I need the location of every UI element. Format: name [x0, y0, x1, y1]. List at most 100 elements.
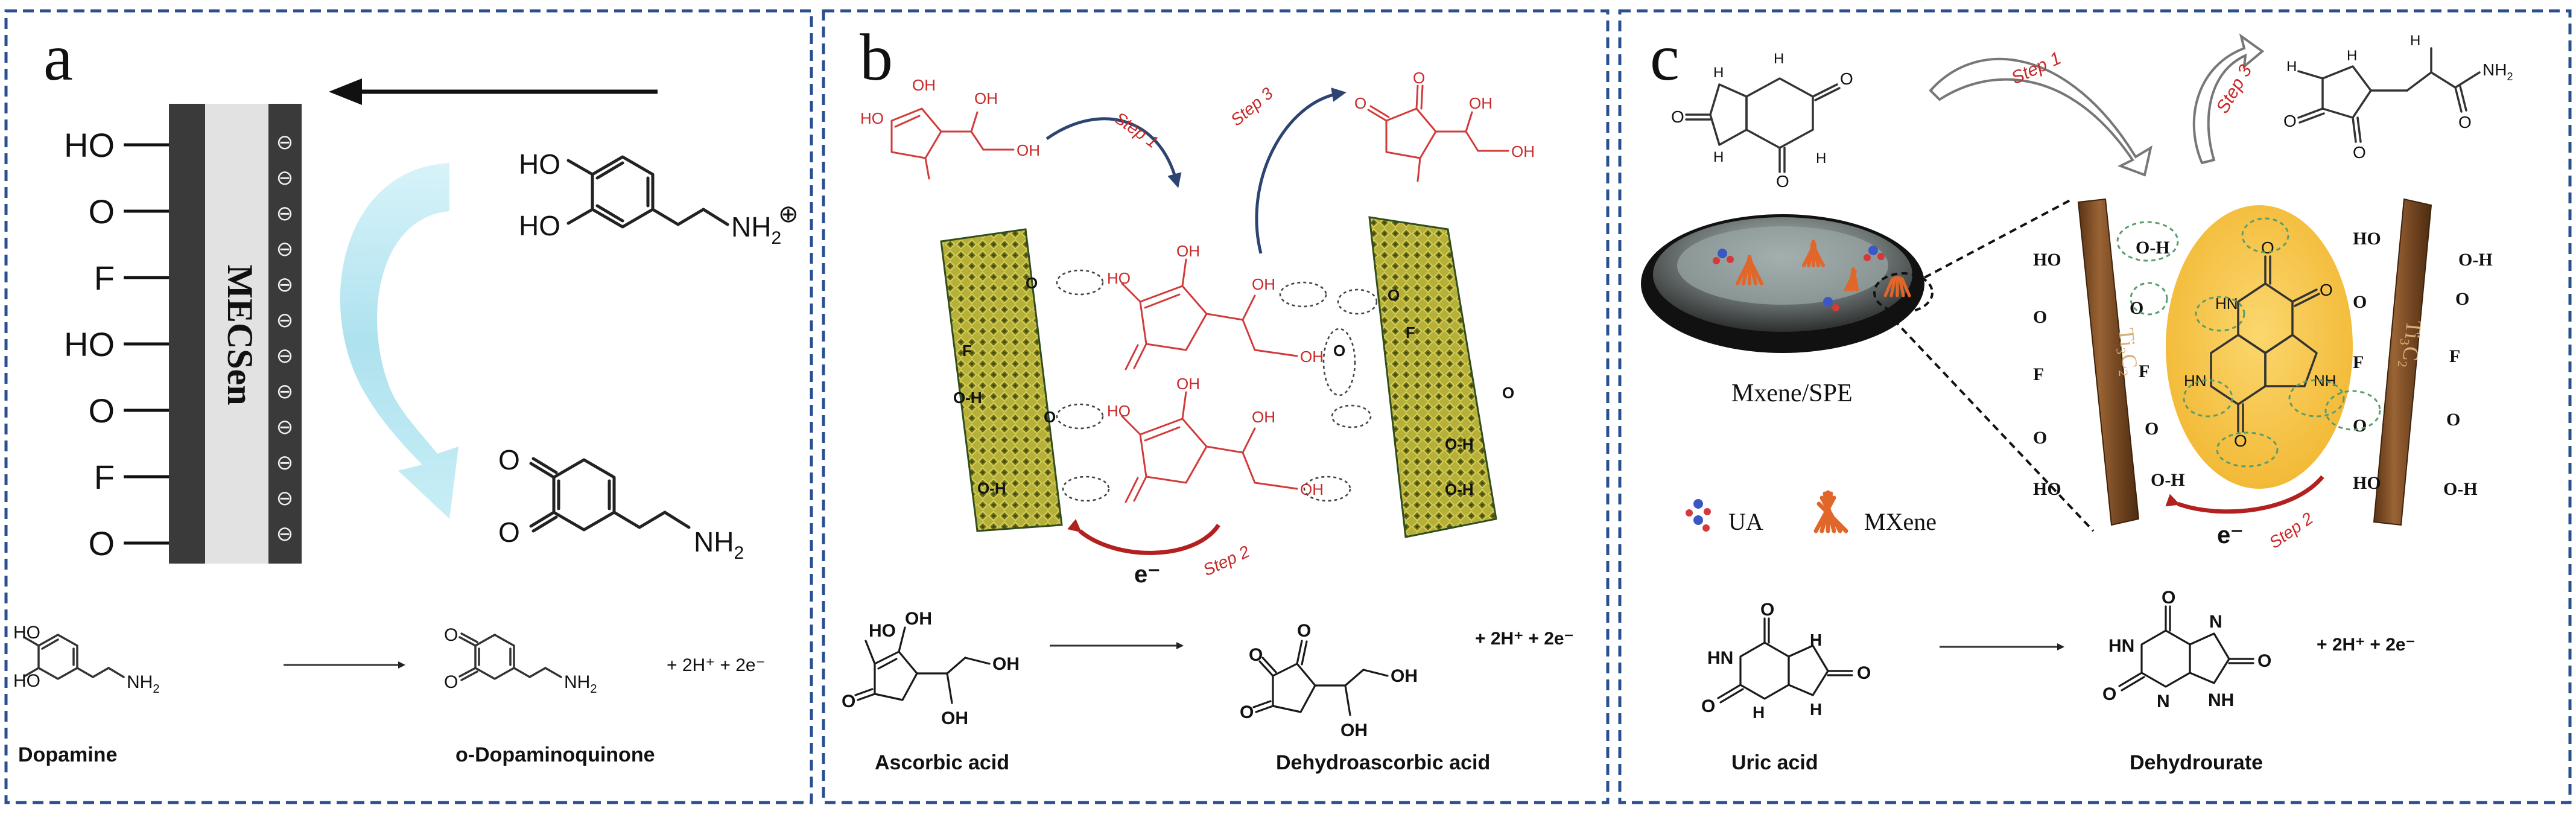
sheet-right-outer-group: O [2455, 289, 2469, 309]
panel-a-big-arrowhead [329, 78, 362, 105]
sheet-right-inner-group: O [2353, 292, 2367, 312]
electron-b: e⁻ [1134, 561, 1160, 588]
uric-acid-label: Uric acid [1731, 751, 1818, 774]
step1-arrow-c [1929, 57, 2152, 177]
plus-charge: ⊕ [778, 201, 799, 227]
dopamine-structure: HO HO NH2 ⊕ [519, 148, 799, 248]
sheet-left-outer-group: O [2033, 307, 2047, 327]
negative-charges: ⊖⊖⊖⊖⊖⊖⊖⊖⊖⊖⊖⊖ [276, 131, 294, 545]
ua-top-o3: O [1776, 172, 1789, 191]
charge-minus: ⊖ [276, 167, 294, 189]
surface-group-label: HO [64, 126, 115, 164]
mxene-sheet-right [1368, 216, 1497, 538]
charge-minus: ⊖ [276, 202, 294, 225]
surface-group-label: O [88, 524, 115, 562]
step3-arrow-c [2192, 33, 2265, 165]
sheet-right-inner-group: HO [2353, 473, 2381, 493]
ads-o3: O [2234, 431, 2247, 450]
uric-acid-highlight [2166, 205, 2353, 489]
dha-tr-oh2: OH [1511, 142, 1535, 161]
panel-c: c O O O H H H H Step 1 Step 3 [1641, 21, 2513, 774]
spe-electrode-dish: Mxene/SPE [1641, 214, 1934, 407]
mxene-right-group: F [1406, 323, 1415, 342]
ads-o2: O [2320, 281, 2333, 299]
sheet-left-outer-group: HO [2033, 479, 2061, 499]
ua-top-o1: O [1671, 107, 1684, 126]
mxene-left-group: O-H [977, 479, 1006, 497]
sheet-right-inner-group: O [2353, 416, 2367, 436]
sheet-left-inner-group: F [2139, 361, 2149, 381]
zoom-line-top [1924, 198, 2073, 279]
ua-top-h4: H [1774, 51, 1784, 67]
sheet-right-inner-group: HO [2353, 229, 2381, 249]
charge-minus: ⊖ [276, 523, 294, 545]
ads1-oh3: OH [1300, 348, 1324, 366]
eqc-h3: H [1810, 700, 1822, 719]
legend-c: UA MXene [1686, 490, 1937, 535]
mxene-flakes [1736, 240, 1859, 291]
mxene-right-group: O [1502, 384, 1514, 402]
uric-acid-top: O O O H H H H [1671, 51, 1853, 191]
quinone-nh2: NH2 [694, 526, 744, 563]
prod-o2: O [2353, 143, 2366, 162]
ascorbic-label: Ascorbic acid [875, 751, 1009, 774]
surface-group-label: O [88, 392, 115, 430]
eqb-o: O [842, 692, 855, 711]
sheet-right-inner-group: F [2353, 352, 2364, 372]
ua-molecules [1713, 246, 1885, 311]
eq-o2: O [444, 672, 458, 692]
ads2-oh: OH [1176, 375, 1200, 393]
mxene-right-group: O-H [1445, 480, 1474, 498]
prod-o3: O [2458, 113, 2472, 132]
hbond-ellipses-c [2116, 217, 2381, 468]
charge-minus: ⊖ [276, 380, 294, 403]
ads-nh: NH [2314, 372, 2336, 390]
eqc2-nh: NH [2208, 690, 2234, 710]
mxene-right-group: O-H [1445, 435, 1474, 453]
mxene-left-group: O [1044, 408, 1056, 426]
left-sheet-label: Ti₃C₂ [2114, 327, 2143, 378]
eqb2-o1: O [1249, 645, 1263, 665]
ascorbic-top-left: HO OH OH OH [860, 76, 1040, 180]
eqb2-o3: O [1240, 702, 1254, 722]
prod-h1: H [2347, 48, 2357, 64]
dehydrourate-label: Dehydrourate [2130, 751, 2263, 774]
eqc2-o2: O [2102, 684, 2116, 704]
ua-top-h2: H [1713, 149, 1724, 165]
hbond-ellipses-b [1056, 269, 1378, 502]
charge-minus: ⊖ [276, 451, 294, 474]
prod-nh2: NH2 [2482, 60, 2513, 83]
dha-tr-o1: O [1354, 94, 1366, 112]
ti3c2-sheet-left: Ti₃C₂ [2077, 198, 2143, 526]
eq-o1: O [444, 625, 458, 645]
asc-tl-oh: OH [912, 76, 936, 94]
panel-c-letter: c [1650, 21, 1680, 94]
eqc2-hn: HN [2108, 636, 2134, 656]
mxene-left-groups: OFO-HOO-H [953, 274, 1056, 497]
sheet-right-outer-group: O [2446, 410, 2460, 430]
surface-group-label: HO [64, 325, 115, 363]
charge-minus: ⊖ [276, 345, 294, 367]
surface-group-label: F [94, 259, 115, 297]
mxene-right-group: O [1333, 342, 1345, 360]
surface-group-label: O [88, 192, 115, 231]
sheet-left-outer-group: F [2033, 364, 2044, 384]
panel-c-equation: O O O HN H H H O O O HN N N NH + 2H⁺ + 2… [1701, 588, 2415, 774]
prod-h3: H [2286, 59, 2297, 75]
eq-ho1: HO [13, 623, 40, 643]
eqb-oh2: OH [941, 708, 968, 728]
cyan-curved-arrow [340, 163, 458, 519]
prod-h2: H [2410, 33, 2420, 49]
panel-b-border [822, 9, 1610, 804]
dopamine-ho-bottom: HO [519, 210, 560, 241]
mxene-left-group: O-H [953, 389, 982, 407]
mxene-left-group: F [962, 342, 972, 360]
dopaminoquinone-label: o-Dopaminoquinone [455, 743, 655, 766]
panel-b-letter: b [860, 21, 893, 94]
sheet-left-outer-group: HO [2033, 250, 2061, 270]
step2-label-c: Step 2 [2266, 509, 2317, 552]
step1-arrow [1045, 117, 1182, 188]
